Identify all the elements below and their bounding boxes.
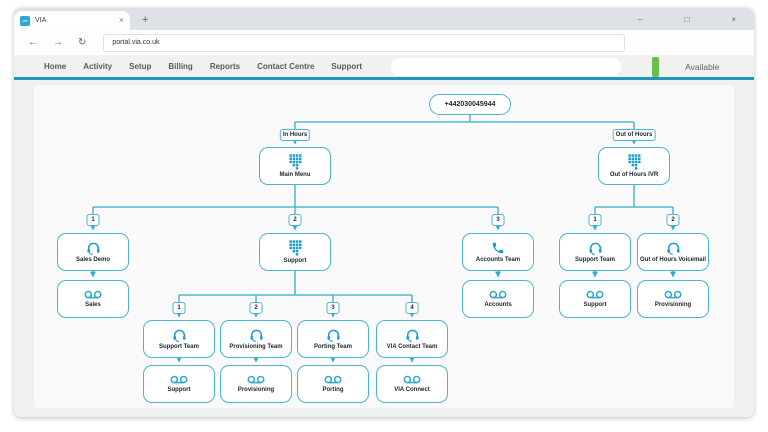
tab-strip: via VIA × + – □ ×	[14, 8, 754, 30]
out-of-hours-label-chip: Out of Hours	[612, 129, 656, 141]
headset-icon	[249, 329, 263, 342]
browser-tab[interactable]: via VIA ×	[14, 11, 130, 30]
voicemail-icon	[84, 290, 102, 299]
availability-indicator	[652, 56, 660, 77]
accent-divider	[14, 77, 754, 80]
reload-icon[interactable]: ↻	[78, 37, 87, 48]
nav-item-setup[interactable]: Setup	[129, 62, 152, 71]
nav-search-input[interactable]	[391, 57, 622, 76]
voicemail-icon	[403, 375, 421, 384]
keypad-icon	[288, 240, 301, 256]
voicemail-icon	[324, 375, 342, 384]
flow-node-phone-number[interactable]: +442030045944	[429, 94, 511, 115]
headset-icon	[326, 329, 340, 342]
via-favicon-icon: via	[20, 15, 30, 26]
voicemail-icon	[664, 290, 682, 299]
availability-status[interactable]: Available	[685, 61, 720, 72]
key-chip-3: 3	[491, 214, 505, 226]
flow-node-main-menu[interactable]: Main Menu	[259, 147, 331, 185]
flow-node-via-contact-team[interactable]: VIA Contact Team	[376, 320, 448, 358]
headset-icon	[86, 242, 100, 255]
minimize-icon[interactable]: –	[638, 15, 643, 24]
url-input[interactable]: portal.via.co.uk	[103, 33, 626, 52]
key-chip-1: 1	[172, 302, 186, 314]
flow-node-sales-voicemail[interactable]: Sales	[57, 280, 129, 318]
voicemail-icon	[489, 290, 507, 299]
nav-item-activity[interactable]: Activity	[83, 62, 113, 71]
keypad-icon	[288, 154, 301, 170]
forward-icon[interactable]: →	[53, 37, 63, 48]
back-icon[interactable]: ←	[28, 37, 38, 48]
key-chip-3: 3	[326, 302, 340, 314]
nav-item-support[interactable]: Support	[331, 62, 363, 71]
flow-node-ooh-provisioning-voicemail[interactable]: Provisioning	[637, 280, 709, 318]
nav-item-reports[interactable]: Reports	[209, 62, 241, 71]
flow-node-accounts-team[interactable]: Accounts Team	[462, 233, 534, 271]
flow-node-out-of-hours-ivr[interactable]: Out of Hours IVR	[598, 147, 670, 185]
flow-node-via-connect-voicemail[interactable]: VIA Connect	[376, 365, 448, 403]
new-tab-button[interactable]: +	[142, 14, 149, 26]
key-chip-4: 4	[405, 302, 419, 314]
flow-node-sales-demo[interactable]: Sales Demo	[57, 233, 129, 271]
key-chip-2: 2	[249, 302, 263, 314]
tab-title: VIA	[35, 17, 47, 24]
nav-item-contact-centre[interactable]: Contact Centre	[257, 62, 315, 71]
key-chip-2: 2	[288, 214, 302, 226]
flow-node-support-voicemail[interactable]: Support	[143, 365, 215, 403]
voicemail-icon	[586, 290, 604, 299]
flow-node-ooh-support-voicemail[interactable]: Support	[559, 280, 631, 318]
headset-icon	[405, 329, 419, 342]
headset-icon	[588, 242, 602, 255]
flow-node-provisioning-team[interactable]: Provisioning Team	[220, 320, 292, 358]
key-chip-1: 1	[86, 214, 100, 226]
flow-node-support-team[interactable]: Support Team	[143, 320, 215, 358]
nav-item-billing[interactable]: Billing	[168, 62, 193, 71]
flow-node-porting-voicemail[interactable]: Porting	[297, 365, 369, 403]
flow-node-porting-team[interactable]: Porting Team	[297, 320, 369, 358]
window-close-icon[interactable]: ×	[731, 15, 736, 24]
flow-node-ooh-voicemail[interactable]: Out of Hours Voicemail	[637, 233, 709, 271]
voicemail-icon	[247, 375, 265, 384]
maximize-icon[interactable]: □	[684, 15, 690, 24]
url-toolbar: ← → ↻ portal.via.co.uk	[14, 30, 754, 56]
keypad-icon	[627, 154, 640, 170]
key-chip-2: 2	[666, 214, 680, 226]
flow-node-accounts-voicemail[interactable]: Accounts	[462, 280, 534, 318]
window-controls: – □ ×	[638, 15, 754, 30]
phone-icon	[492, 242, 504, 254]
flow-node-support-menu[interactable]: Support	[259, 233, 331, 271]
portal-navbar: Home Activity Setup Billing Reports Cont…	[14, 56, 754, 77]
voicemail-icon	[170, 375, 188, 384]
key-chip-1: 1	[588, 214, 602, 226]
in-hours-label-chip: In Hours	[279, 129, 311, 141]
flow-node-provisioning-voicemail[interactable]: Provisioning	[220, 365, 292, 403]
nav-item-home[interactable]: Home	[44, 62, 67, 71]
flow-node-ooh-support-team[interactable]: Support Team	[559, 233, 631, 271]
headset-icon	[172, 329, 186, 342]
tab-close-icon[interactable]: ×	[118, 15, 124, 25]
headset-icon	[666, 242, 680, 255]
